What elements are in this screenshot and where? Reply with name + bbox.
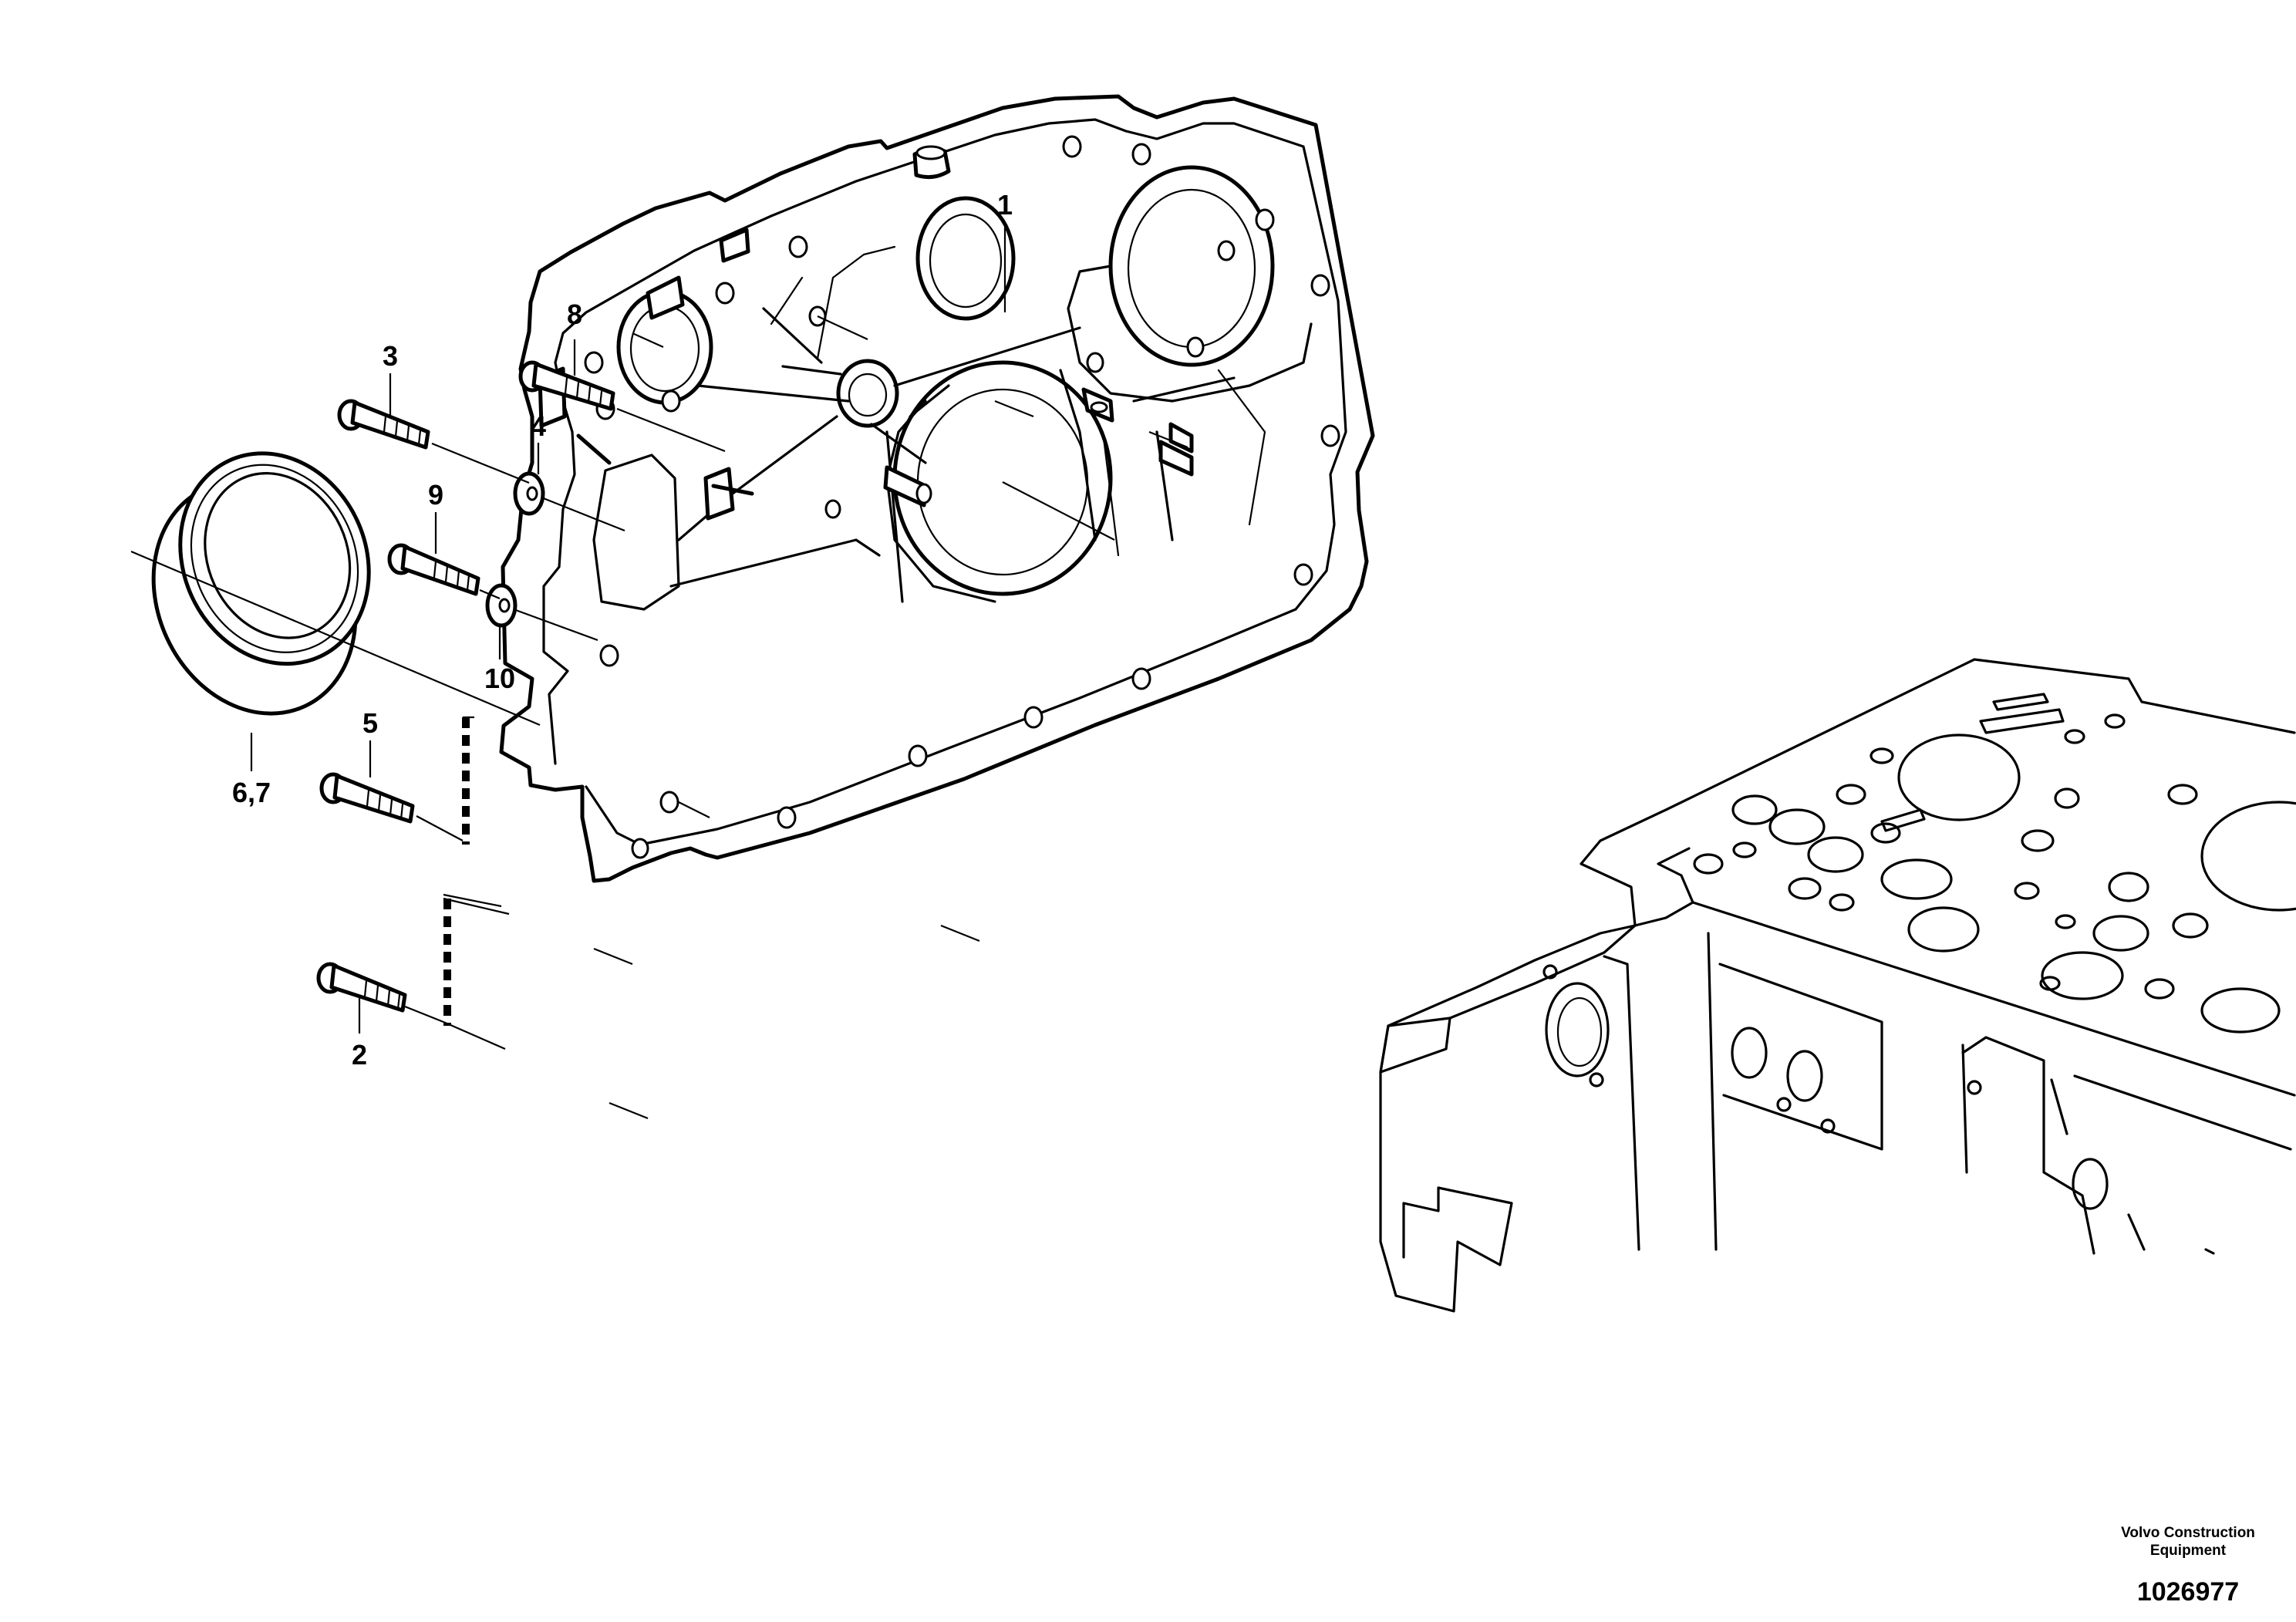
timing-gear-cover: [499, 94, 1375, 883]
callout-labels: 1 8 3 4 9 10 5 6,7 2: [232, 189, 1013, 1071]
bolt-5: [319, 772, 415, 824]
callout-6-7: 6,7: [232, 777, 271, 808]
bolt-2: [316, 962, 407, 1013]
callout-10: 10: [484, 663, 515, 694]
callout-8: 8: [567, 298, 582, 330]
footer-credit: Volvo Construction Equipment 1026977: [2121, 1525, 2255, 1607]
credit-line-1: Volvo Construction: [2121, 1525, 2255, 1541]
bolt-3: [337, 399, 430, 450]
oil-seal-ring: [151, 451, 371, 716]
callout-3: 3: [383, 340, 398, 372]
document-number: 1026977: [2137, 1577, 2239, 1607]
dashed-alignment-bars: [443, 716, 510, 1026]
engine-block-outline: [1379, 658, 2296, 1313]
callout-4: 4: [531, 410, 546, 442]
bolt-9: [387, 543, 480, 596]
stud-pins: [883, 387, 1194, 508]
callout-1: 1: [997, 189, 1013, 221]
callout-5: 5: [362, 707, 378, 739]
washer-4: [513, 471, 545, 516]
callout-2: 2: [352, 1039, 367, 1071]
washer-10: [485, 583, 518, 628]
callout-9: 9: [428, 479, 443, 511]
leader-lines: [130, 221, 1188, 1120]
credit-line-2: Equipment: [2150, 1543, 2227, 1559]
bolt-8: [518, 360, 615, 411]
